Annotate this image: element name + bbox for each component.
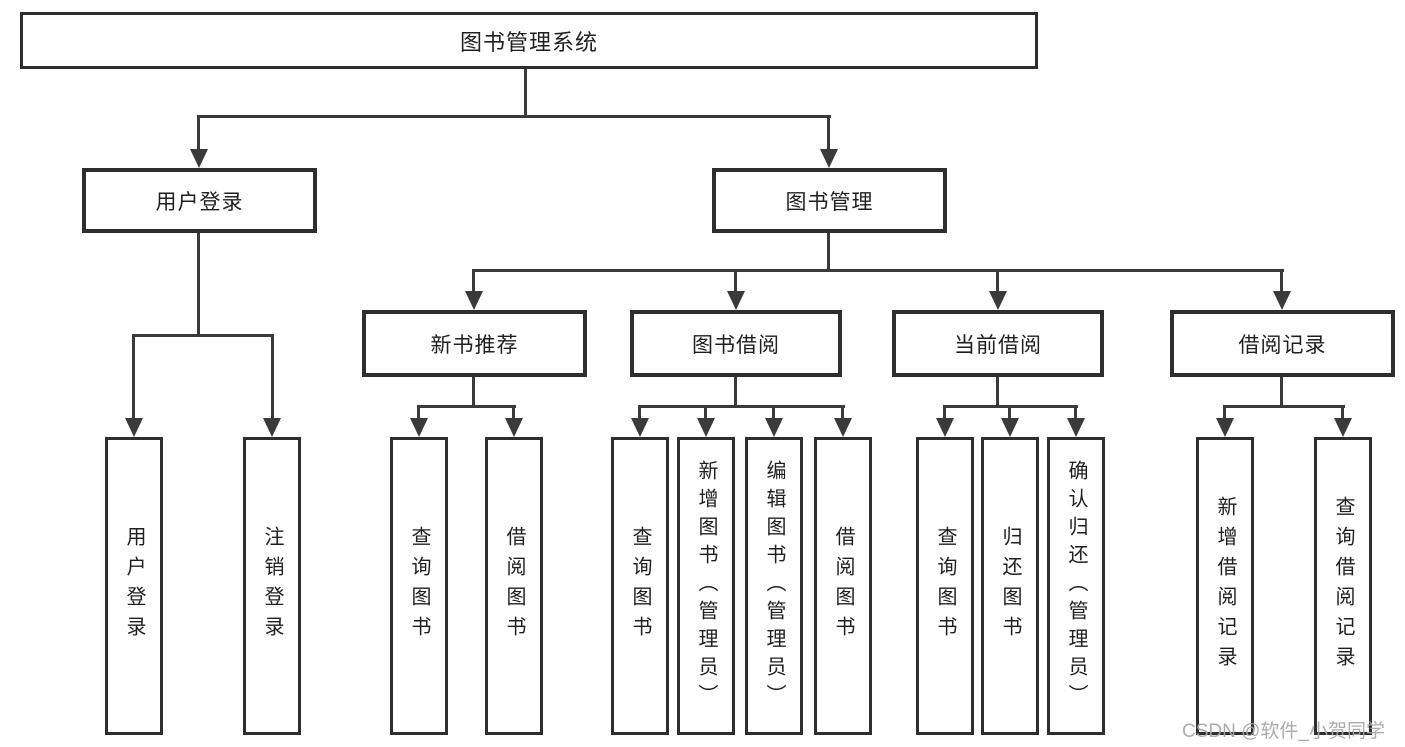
node-label: 图书借阅 [692, 333, 780, 357]
node-br-query: 查询借阅记录 [1314, 437, 1372, 735]
arrowhead-bb-edit [765, 418, 783, 437]
connector-br-stem [1280, 377, 1283, 408]
connector-drop-ul-logout [271, 334, 274, 420]
node-label: 图书管理 [785, 190, 874, 214]
node-label: 借阅记录 [1238, 333, 1327, 357]
arrowhead-ul-logout [263, 418, 281, 437]
arrowhead-ul-login [125, 418, 143, 437]
node-ul-login: 用户登录 [105, 437, 163, 735]
connector-drop-br-add [1223, 405, 1226, 421]
node-label: 归还图书 [999, 526, 1021, 646]
node-bb-add: 新增图书（管理员） [677, 437, 735, 735]
connector-drop-nb-borrow [512, 405, 515, 421]
node-new-book-rec: 新书推荐 [362, 310, 587, 377]
node-library-management-system: 图书管理系统 [20, 12, 1038, 69]
arrowhead-book-borrow [727, 291, 745, 310]
connector-drop-new-book-rec [472, 269, 475, 294]
arrowhead-borrow-records [1273, 291, 1291, 310]
arrowhead-current-borrow [989, 291, 1007, 310]
csdn-watermark: CSDN @软件_小贺同学 [1182, 721, 1385, 742]
connector-bb-branch [639, 405, 845, 408]
node-label: 查询图书 [934, 526, 956, 646]
node-label: 图书管理系统 [459, 29, 598, 55]
connector-drop-borrow-records [1280, 269, 1283, 294]
connector-drop-ul-login [132, 334, 135, 420]
connector-drop-bb-query [638, 405, 641, 421]
arrowhead-br-query [1334, 418, 1352, 437]
connector-drop-bb-add [704, 405, 707, 421]
arrowhead-bb-borrow [834, 418, 852, 437]
connector-drop-cb-return [1008, 405, 1011, 421]
connector-drop-cb-query [943, 405, 946, 421]
connector-drop-nb-query [417, 405, 420, 421]
node-nb-query: 查询图书 [390, 437, 448, 735]
node-cb-return: 归还图书 [981, 437, 1039, 735]
node-cb-query: 查询图书 [916, 437, 974, 735]
connector-drop-cb-confirm [1074, 405, 1077, 421]
node-label: 用户登录 [155, 190, 244, 214]
node-label: 查询图书 [629, 526, 651, 646]
node-label: 新书推荐 [430, 333, 519, 357]
connector-root-branch [197, 115, 831, 118]
arrowhead-bb-query [631, 418, 649, 437]
arrowhead-book-mgmt [820, 149, 838, 168]
node-user-login: 用户登录 [82, 168, 317, 233]
node-nb-borrow: 借阅图书 [485, 437, 543, 735]
connector-drop-bb-borrow [841, 405, 844, 421]
connector-nb-stem [472, 377, 475, 408]
node-label: 当前借阅 [954, 333, 1042, 357]
node-cb-confirm: 确认归还（管理员） [1047, 437, 1105, 735]
connector-drop-book-borrow [734, 269, 737, 294]
connector-drop-user-login [197, 115, 200, 153]
node-label: 查询图书 [408, 526, 430, 646]
connector-br-branch [1223, 405, 1345, 408]
connector-user-login-branch [133, 334, 274, 337]
connector-cb-stem [996, 377, 999, 408]
node-ul-logout: 注销登录 [243, 437, 301, 735]
node-book-borrow: 图书借阅 [630, 310, 842, 377]
node-label: 用户登录 [123, 526, 145, 646]
node-label: 借阅图书 [832, 526, 854, 646]
connector-root-stem [524, 69, 527, 118]
arrowhead-new-book-rec [465, 291, 483, 310]
connector-drop-current-borrow [996, 269, 999, 294]
arrowhead-nb-borrow [505, 418, 523, 437]
node-book-mgmt: 图书管理 [712, 168, 947, 233]
arrowhead-cb-query [936, 418, 954, 437]
node-current-borrow: 当前借阅 [892, 310, 1104, 377]
connector-book-mgmt-stem [827, 233, 830, 272]
node-label: 新增图书（管理员） [695, 460, 717, 712]
node-br-add: 新增借阅记录 [1196, 437, 1254, 735]
connector-bb-stem [734, 377, 737, 408]
node-bb-borrow: 借阅图书 [814, 437, 872, 735]
arrowhead-cb-confirm [1067, 418, 1085, 437]
arrowhead-cb-return [1001, 418, 1019, 437]
connector-drop-bb-edit [772, 405, 775, 421]
node-label: 查询借阅记录 [1332, 496, 1354, 676]
arrowhead-br-add [1216, 418, 1234, 437]
node-label: 新增借阅记录 [1214, 496, 1236, 676]
node-label: 借阅图书 [503, 526, 525, 646]
connector-nb-branch [418, 405, 516, 408]
connector-book-mgmt-branch [473, 269, 1284, 272]
connector-drop-br-query [1341, 405, 1344, 421]
arrowhead-user-login [190, 149, 208, 168]
node-bb-edit: 编辑图书（管理员） [745, 437, 803, 735]
arrowhead-bb-add [697, 418, 715, 437]
connector-drop-book-mgmt [827, 115, 830, 153]
node-borrow-records: 借阅记录 [1170, 310, 1395, 377]
node-label: 注销登录 [261, 526, 283, 646]
node-label: 编辑图书（管理员） [763, 460, 785, 712]
arrowhead-nb-query [410, 418, 428, 437]
node-label: 确认归还（管理员） [1065, 460, 1087, 712]
connector-user-login-stem [197, 233, 200, 337]
node-bb-query: 查询图书 [611, 437, 669, 735]
